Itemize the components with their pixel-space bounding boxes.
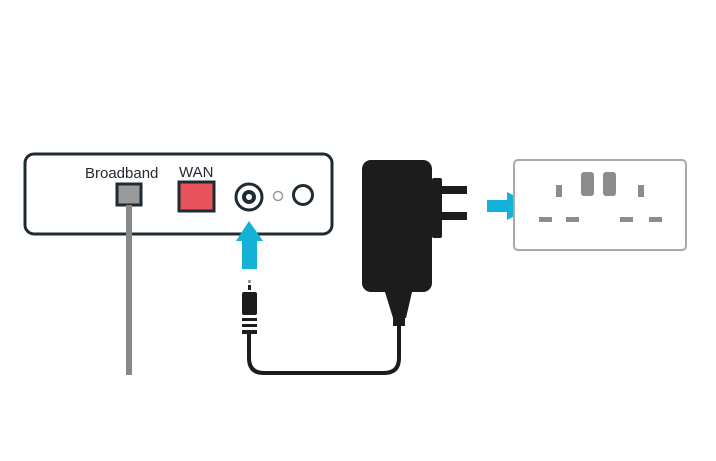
adapter-cable-boot (385, 292, 412, 318)
broadband-port (115, 182, 143, 207)
power-cable (247, 320, 401, 375)
wan-port-label: WAN (179, 164, 213, 181)
wall-socket-plate (513, 159, 687, 251)
power-adapter (362, 160, 467, 326)
dc-barrel-plug (242, 280, 257, 334)
power-button (292, 184, 314, 206)
wan-port (177, 180, 216, 213)
broadband-port-label: Broadband (85, 165, 158, 182)
arrow-up-icon (236, 221, 263, 269)
wall-socket (513, 159, 687, 251)
adapter-prong-bottom (442, 212, 467, 220)
power-socket (234, 182, 264, 212)
adapter-prong-top (442, 186, 467, 194)
indicator-light (272, 190, 284, 202)
broadband-cable (126, 205, 132, 375)
router-back-panel: Broadband WAN (23, 152, 334, 236)
adapter-body (362, 160, 432, 292)
